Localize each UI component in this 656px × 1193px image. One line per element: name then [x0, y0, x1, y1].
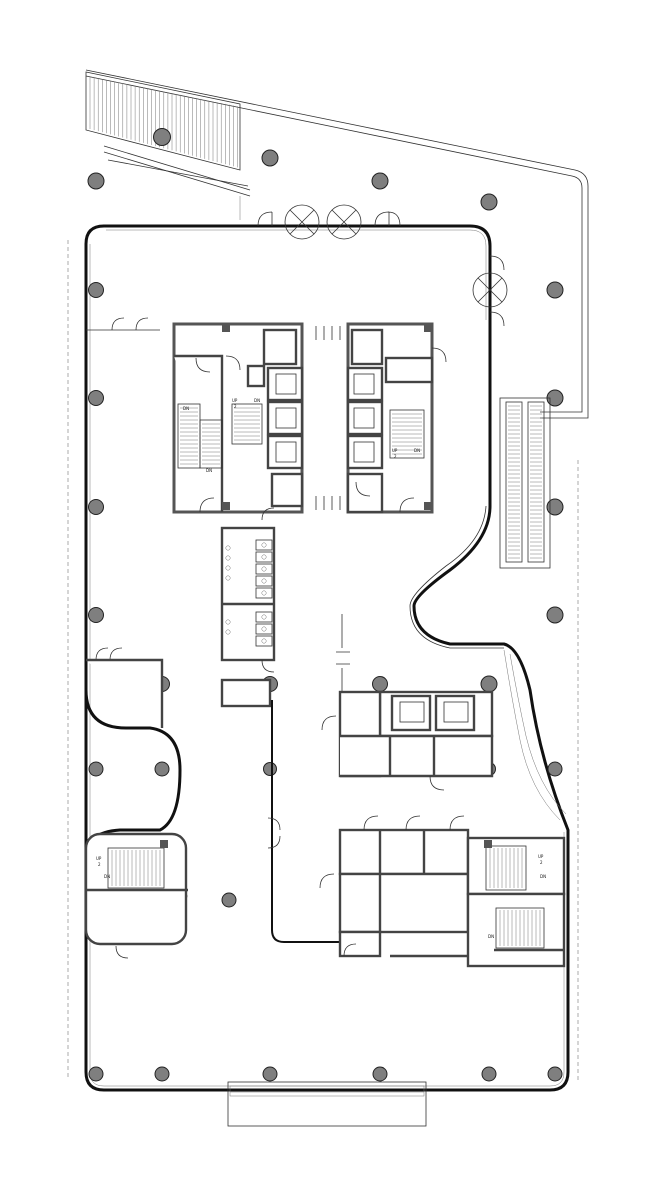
stair-label-dn: DN	[488, 934, 494, 939]
restrooms	[220, 507, 276, 708]
toilet	[261, 590, 267, 596]
stair-label-up: UP	[538, 854, 544, 859]
side-doors[interactable]	[86, 317, 160, 959]
stair-label-level: 2	[394, 454, 397, 459]
toilet	[261, 626, 267, 632]
column	[87, 172, 105, 190]
core-right: UP 2 DN	[346, 322, 447, 514]
escalator-treads	[508, 405, 542, 559]
column	[546, 606, 564, 624]
toilet	[261, 614, 267, 620]
restroom-stall	[255, 635, 273, 647]
stair-label-up: UP	[392, 448, 398, 453]
column	[480, 675, 498, 693]
toilet	[261, 566, 267, 572]
restroom-stall	[255, 575, 273, 587]
sink	[225, 575, 231, 581]
stair-label-up: UP	[232, 398, 238, 403]
entrance-doors[interactable]	[257, 211, 505, 327]
stair-treads	[89, 76, 238, 168]
stair-treads	[392, 413, 422, 455]
sink	[225, 545, 231, 551]
column	[221, 892, 237, 908]
center-right-rooms	[321, 690, 494, 791]
stair-label-level: 2	[540, 860, 543, 865]
stair-label-up: UP	[96, 856, 102, 861]
escalator-right	[499, 397, 551, 569]
toilet	[261, 542, 267, 548]
restroom-stall	[255, 563, 273, 575]
stair-treads	[489, 848, 523, 888]
corridor-wall	[267, 614, 350, 943]
restroom-stall	[255, 587, 273, 599]
stair-label-dn: DN	[104, 874, 110, 879]
column	[547, 1066, 563, 1082]
column	[88, 499, 104, 515]
column	[88, 607, 104, 623]
column	[372, 676, 388, 692]
column	[88, 761, 104, 777]
restroom-stall	[255, 551, 273, 563]
column	[88, 390, 104, 406]
stair-label-dn: DN	[183, 406, 189, 411]
column	[481, 1066, 497, 1082]
stair-label-dn: DN	[540, 874, 546, 879]
column	[88, 1066, 104, 1082]
stair-label-dn: DN	[414, 448, 420, 453]
column	[546, 498, 564, 516]
column	[263, 762, 277, 776]
revolving-door-3[interactable]	[472, 272, 508, 308]
stair-label-level: 2	[98, 862, 101, 867]
column	[261, 149, 279, 167]
stair-label-dn: DN	[254, 398, 260, 403]
sink	[225, 629, 231, 635]
stair-treads	[180, 407, 260, 465]
stair-label-level: 2	[234, 404, 237, 409]
lower-right-offices	[319, 815, 483, 958]
bottom-entrance	[227, 1081, 427, 1127]
security-gates	[315, 326, 341, 510]
revolving-door-1[interactable]	[284, 204, 320, 240]
sink	[225, 565, 231, 571]
left-curved-rooms: UP 2 DN	[84, 658, 188, 946]
stair-treads	[111, 850, 161, 886]
exterior-stair	[85, 71, 251, 197]
column	[154, 1066, 170, 1082]
column	[88, 282, 104, 298]
column	[153, 128, 171, 146]
restroom-stall	[255, 539, 273, 551]
toilet	[261, 638, 267, 644]
column	[480, 193, 498, 211]
column	[371, 172, 389, 190]
sink	[225, 555, 231, 561]
column	[547, 761, 563, 777]
column	[154, 761, 170, 777]
right-ramp	[503, 649, 567, 821]
restroom-stall	[255, 611, 273, 623]
stair-treads	[499, 910, 541, 946]
revolving-door-2[interactable]	[326, 204, 362, 240]
toilet	[261, 578, 267, 584]
column	[546, 281, 564, 299]
restroom-stall	[255, 623, 273, 635]
stair-label-dn: DN	[206, 468, 212, 473]
sink	[225, 619, 231, 625]
column	[262, 1066, 278, 1082]
restroom-stalls	[225, 539, 273, 647]
core-left: DN UP 2 DN DN	[172, 322, 304, 514]
column	[372, 1066, 388, 1082]
terrace-boundary	[85, 69, 589, 419]
lower-right-stairs: UP 2 DN DN	[466, 836, 566, 968]
toilet	[261, 554, 267, 560]
